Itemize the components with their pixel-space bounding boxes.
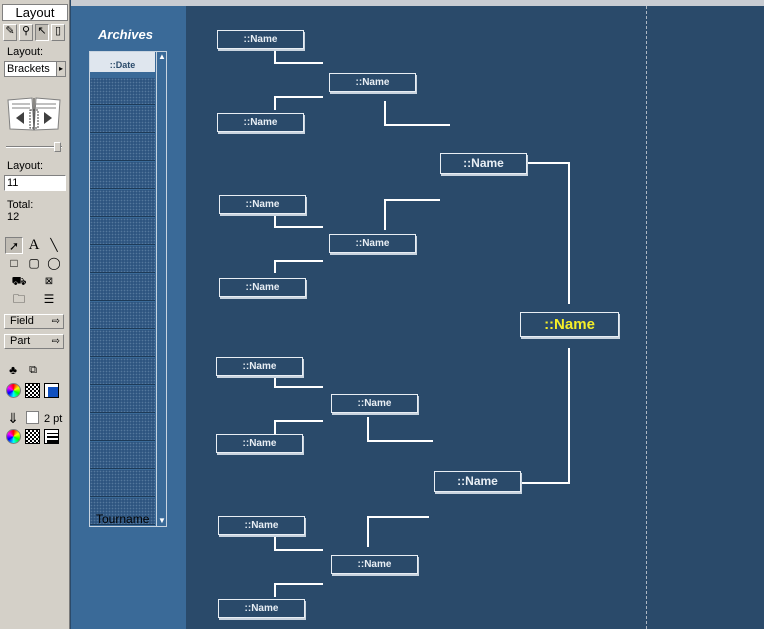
- layout-menu-value: Brackets: [7, 63, 50, 75]
- total-value: 12: [7, 211, 20, 223]
- round2-name-3[interactable]: ::Name: [331, 394, 418, 413]
- portal-row[interactable]: [90, 274, 155, 301]
- portal-row[interactable]: [90, 78, 155, 105]
- round1-name-7[interactable]: ::Name: [218, 516, 305, 535]
- round1-name-5[interactable]: ::Name: [216, 357, 303, 376]
- date-field[interactable]: ::Date: [90, 52, 155, 72]
- fill-color-icon[interactable]: [6, 383, 21, 398]
- portal-row[interactable]: [90, 106, 155, 133]
- champion-name[interactable]: ::Name: [520, 312, 619, 337]
- portal-tool-icon[interactable]: 🗀: [12, 292, 25, 306]
- portal-row[interactable]: [90, 414, 155, 441]
- book-navigation-icon[interactable]: [6, 96, 62, 132]
- portal-row[interactable]: [90, 358, 155, 385]
- archives-title: Archives: [98, 27, 153, 42]
- total-label: Total:: [7, 199, 34, 211]
- portal-row[interactable]: [90, 190, 155, 217]
- scroll-down-icon[interactable]: ▼: [158, 516, 166, 525]
- portal-scrollbar[interactable]: ▲ ▼: [156, 52, 166, 526]
- portal-row[interactable]: [90, 218, 155, 245]
- portal-row[interactable]: [90, 386, 155, 413]
- portal-row[interactable]: [90, 498, 155, 525]
- portal-row[interactable]: [90, 330, 155, 357]
- portal-row[interactable]: [90, 302, 155, 329]
- line-tool-icon[interactable]: ╲: [50, 238, 58, 252]
- slider-track: [6, 146, 62, 148]
- layout-number-label: Layout:: [7, 160, 44, 172]
- tool-palette: Layout ✎ ⚲ ↖ ▯ Layout: Brackets ▸ Layout…: [0, 0, 70, 629]
- page-boundary: [646, 6, 764, 629]
- layout-label: Layout:: [7, 46, 44, 58]
- round2-name-2[interactable]: ::Name: [329, 234, 416, 253]
- pen-color-icon[interactable]: [6, 429, 21, 444]
- drag-arrow-icon: ⇨: [51, 336, 60, 347]
- round1-name-6[interactable]: ::Name: [216, 434, 303, 453]
- field-tool-icon[interactable]: ⛟: [11, 274, 27, 288]
- field-button[interactable]: Field ⇨: [4, 314, 64, 329]
- layout-ruler-strip: [71, 0, 764, 6]
- rectangle-tool-icon[interactable]: □: [10, 256, 18, 270]
- layout-number-input[interactable]: 11: [4, 175, 66, 191]
- portal-row[interactable]: [90, 442, 155, 469]
- text-tool-icon[interactable]: A: [28, 237, 40, 253]
- pen-swatch[interactable]: [26, 411, 39, 424]
- page-icon[interactable]: ▯: [51, 24, 65, 41]
- button-tool-icon[interactable]: ⊠: [44, 276, 54, 287]
- menu-arrow-icon: ▸: [56, 62, 65, 76]
- line-width-icon[interactable]: [44, 429, 59, 444]
- round2-name-4[interactable]: ::Name: [331, 555, 418, 574]
- effects-icon[interactable]: ⧉: [29, 364, 37, 376]
- portal-row[interactable]: [90, 470, 155, 497]
- portal-row[interactable]: [90, 162, 155, 189]
- round1-name-3[interactable]: ::Name: [219, 195, 306, 214]
- pointer-icon[interactable]: ↖: [35, 24, 49, 41]
- oval-tool-icon[interactable]: ◯: [47, 256, 61, 270]
- part-button[interactable]: Part ⇨: [4, 334, 64, 349]
- palette-title: Layout: [2, 4, 68, 21]
- semifinal-name-2[interactable]: ::Name: [434, 471, 521, 492]
- fill-pattern-icon[interactable]: [25, 383, 40, 398]
- page-slider[interactable]: [6, 142, 62, 152]
- line-width-value[interactable]: 2 pt: [44, 413, 63, 425]
- tourname-field[interactable]: Tourname: [96, 512, 150, 526]
- portal-row[interactable]: [90, 134, 155, 161]
- scroll-up-icon[interactable]: ▲: [158, 52, 166, 61]
- field-button-label: Field: [10, 315, 34, 327]
- part-button-label: Part: [10, 335, 31, 347]
- arrow-tool-icon[interactable]: ➚: [5, 237, 23, 254]
- round2-name-1[interactable]: ::Name: [329, 73, 416, 92]
- fill-bucket-icon: ♣: [9, 363, 17, 377]
- pin-icon[interactable]: ⚲: [19, 24, 33, 41]
- round1-name-1[interactable]: ::Name: [217, 30, 304, 49]
- part-tool-icon[interactable]: ☰: [43, 292, 55, 306]
- semifinal-name-1[interactable]: ::Name: [440, 153, 527, 174]
- pen-icon: ⇓: [7, 410, 19, 426]
- pencil-icon[interactable]: ✎: [3, 24, 17, 41]
- round1-name-4[interactable]: ::Name: [219, 278, 306, 297]
- drag-arrow-icon: ⇨: [51, 316, 60, 327]
- pen-pattern-icon[interactable]: [25, 429, 40, 444]
- round1-name-8[interactable]: ::Name: [218, 599, 305, 618]
- layout-menu[interactable]: Brackets ▸: [4, 61, 66, 77]
- rounded-rectangle-tool-icon[interactable]: ▢: [28, 256, 40, 270]
- slider-thumb[interactable]: [54, 142, 61, 152]
- fill-effect-icon[interactable]: [44, 383, 59, 398]
- round1-name-2[interactable]: ::Name: [217, 113, 304, 132]
- portal-row[interactable]: [90, 246, 155, 273]
